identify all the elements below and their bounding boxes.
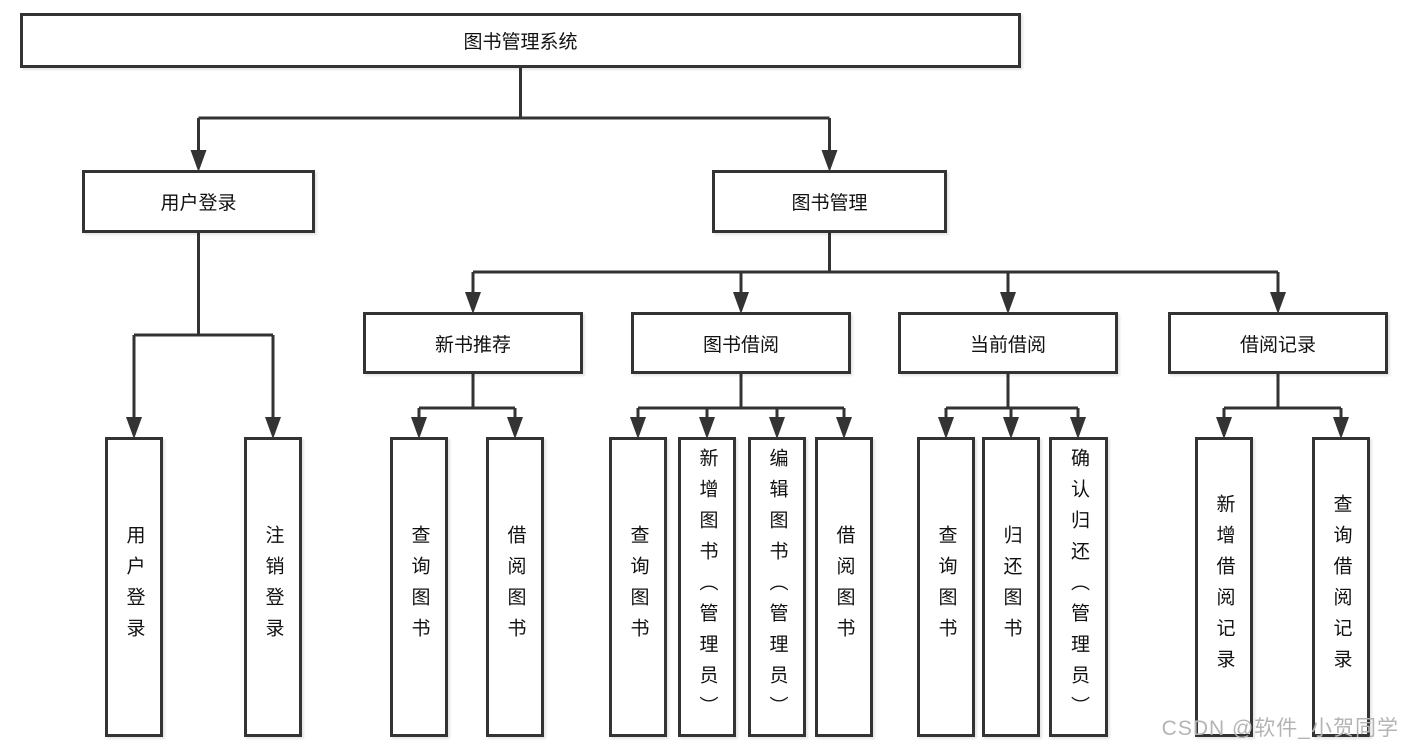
- node-user-login-leaf: 用户登录: [105, 437, 163, 737]
- node-label: 借阅图书: [833, 525, 855, 649]
- node-label: 查询借阅记录: [1330, 494, 1352, 680]
- node-add-borrow-record: 新增借阅记录: [1195, 437, 1253, 737]
- node-query-borrow-record: 查询借阅记录: [1312, 437, 1370, 737]
- node-label: 借阅图书: [504, 525, 526, 649]
- node-label: 借阅记录: [1239, 334, 1316, 356]
- node-logout: 注销登录: [244, 437, 302, 737]
- node-borrow-books-recommend: 借阅图书: [486, 437, 544, 737]
- node-label: 新增借阅记录: [1213, 494, 1235, 680]
- node-borrow-books-borrowing: 借阅图书: [815, 437, 873, 737]
- node-label: 查询图书: [627, 525, 649, 649]
- node-edit-books-admin: 编辑图书（管理员）: [748, 437, 806, 737]
- node-current-borrowing: 当前借阅: [898, 312, 1118, 374]
- node-label: 查询图书: [935, 525, 957, 649]
- node-label: 用户登录: [123, 525, 145, 649]
- node-query-books-recommend: 查询图书: [390, 437, 448, 737]
- node-book-borrowing: 图书借阅: [631, 312, 851, 374]
- node-library-management-system: 图书管理系统: [20, 13, 1021, 68]
- node-borrowing-records: 借阅记录: [1168, 312, 1388, 374]
- node-new-book-recommendation: 新书推荐: [363, 312, 583, 374]
- node-label: 图书管理: [791, 193, 868, 214]
- node-label: 注销登录: [262, 525, 284, 649]
- node-query-books-borrowing: 查询图书: [609, 437, 667, 737]
- node-label: 编辑图书（管理员）: [766, 447, 788, 727]
- node-user-login: 用户登录: [82, 170, 315, 233]
- node-label: 用户登录: [160, 193, 237, 214]
- node-label: 图书管理系统: [463, 32, 578, 53]
- node-book-management: 图书管理: [712, 170, 947, 233]
- node-return-books: 归还图书: [982, 437, 1040, 737]
- node-label: 确认归还（管理员）: [1068, 447, 1089, 727]
- node-label: 查询图书: [408, 525, 430, 649]
- node-label: 新增图书（管理员）: [696, 447, 718, 727]
- node-label: 当前借阅: [969, 334, 1046, 356]
- node-label: 新书推荐: [434, 334, 511, 356]
- node-query-books-current: 查询图书: [917, 437, 975, 737]
- node-confirm-return-admin: 确认归还（管理员）: [1049, 437, 1108, 737]
- node-add-books-admin: 新增图书（管理员）: [678, 437, 736, 737]
- node-label: 图书借阅: [702, 334, 779, 356]
- csdn-watermark: CSDN @软件_小贺同学: [1161, 717, 1399, 740]
- node-label: 归还图书: [1000, 525, 1022, 649]
